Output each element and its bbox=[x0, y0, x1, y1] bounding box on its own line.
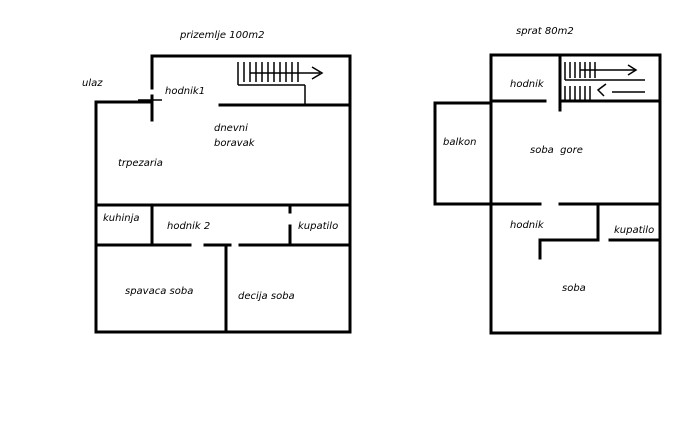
upper-floor-walls bbox=[433, 53, 662, 335]
upper-floor-plan: sprat 80m2 bbox=[433, 26, 662, 335]
room-label-living-line1: dnevni bbox=[214, 123, 248, 134]
ground-floor-stairs bbox=[237, 62, 324, 105]
room-label-balcony: balkon bbox=[443, 137, 477, 148]
upper-floor-stairs bbox=[564, 62, 645, 100]
stairs-down-arrow-icon bbox=[596, 83, 607, 97]
ground-floor-plan: prizemlje 100m2 ulaz bbox=[82, 30, 352, 334]
upper-floor-title: sprat 80m2 bbox=[516, 26, 574, 37]
room-label-dining: trpezaria bbox=[118, 158, 163, 169]
room-label-bedroom: spavaca soba bbox=[125, 286, 193, 297]
ground-floor-walls bbox=[94, 54, 352, 334]
room-label-upstairs-room: soba gore bbox=[530, 145, 583, 156]
room-label-living-line2: boravak bbox=[214, 138, 256, 149]
room-label-kids-room: decija soba bbox=[238, 291, 295, 302]
room-label-hallway1: hodnik1 bbox=[165, 86, 205, 97]
room-label-upper-bathroom: kupatilo bbox=[614, 225, 654, 236]
ground-floor-title: prizemlje 100m2 bbox=[179, 30, 264, 41]
room-label-hallway2: hodnik 2 bbox=[167, 221, 210, 232]
entrance-label: ulaz bbox=[82, 78, 103, 89]
room-label-room: soba bbox=[562, 283, 586, 294]
room-label-hallway-bottom: hodnik bbox=[510, 220, 545, 231]
room-label-hallway-top: hodnik bbox=[510, 79, 545, 90]
stairs-up-arrow-icon bbox=[627, 64, 638, 76]
room-label-bathroom: kupatilo bbox=[298, 221, 338, 232]
room-label-kitchen: kuhinja bbox=[103, 213, 140, 224]
stairs-arrow-icon bbox=[311, 66, 324, 80]
